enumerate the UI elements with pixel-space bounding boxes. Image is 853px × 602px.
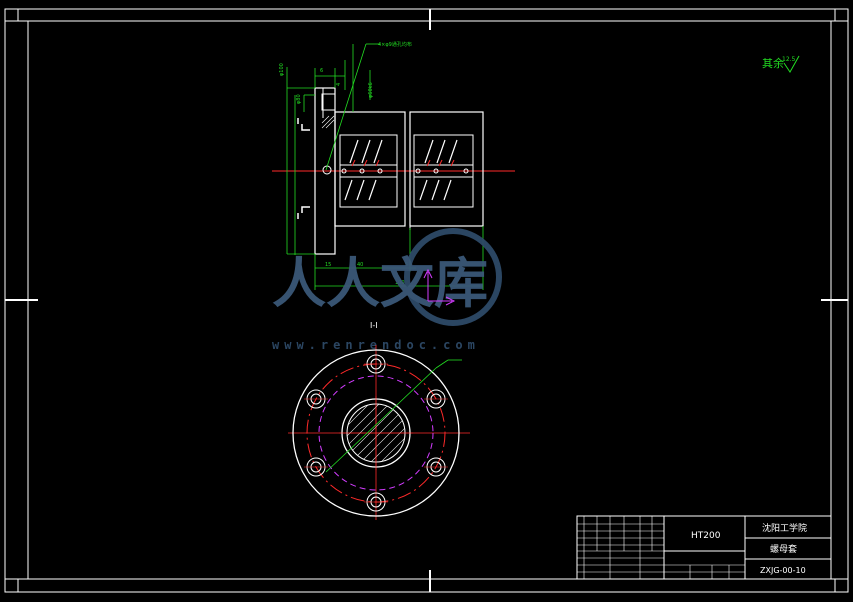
svg-text:100: 100 xyxy=(395,280,405,286)
svg-text:40: 40 xyxy=(357,262,363,268)
side-view xyxy=(272,87,515,255)
bore-hatch xyxy=(347,404,405,462)
hidden-circle xyxy=(318,375,434,491)
flange-hatch xyxy=(321,115,335,129)
svg-text:www.renrendoc.com: www.renrendoc.com xyxy=(272,338,480,352)
watermark: 人人文库 www.renrendoc.com xyxy=(272,228,502,352)
svg-text:4×φ9通孔均布: 4×φ9通孔均布 xyxy=(378,41,412,48)
corner-ticks xyxy=(5,9,848,592)
svg-text:人人文库: 人人文库 xyxy=(272,252,488,315)
thread-helix-red xyxy=(351,159,455,167)
thread-helix xyxy=(344,139,458,201)
title-block-text: HT200 沈阳工学院 螺母套 ZXJG-00-10 xyxy=(691,522,807,575)
svg-text:φ80: φ80 xyxy=(296,94,302,104)
roughness-note: 其余 12.5 xyxy=(762,55,800,73)
school-name: 沈阳工学院 xyxy=(762,522,807,534)
centering-marks xyxy=(5,9,848,592)
svg-text:φ60k6: φ60k6 xyxy=(368,82,374,98)
ucs-axes-icon xyxy=(423,268,456,306)
part-name: 螺母套 xyxy=(770,543,797,555)
title-block xyxy=(576,515,832,580)
svg-text:4: 4 xyxy=(336,83,342,86)
section-marks xyxy=(297,118,310,219)
dimension-lines xyxy=(286,43,484,290)
body-block-right xyxy=(409,111,484,227)
front-view xyxy=(288,345,470,520)
section-label: I-I xyxy=(370,321,378,330)
drawing-number: ZXJG-00-10 xyxy=(760,566,806,575)
dimension-texts: 4×φ9通孔均布 φ100 φ80 6 4 φ60k6 15 40 5 100 xyxy=(279,41,412,286)
svg-text:12.5: 12.5 xyxy=(782,56,796,63)
svg-text:15: 15 xyxy=(325,262,331,268)
svg-text:φ100: φ100 xyxy=(279,63,285,76)
svg-text:6: 6 xyxy=(320,68,323,74)
material-text: HT200 xyxy=(691,531,721,541)
svg-text:其余: 其余 xyxy=(762,56,784,70)
flange-outer-circle xyxy=(292,349,460,517)
